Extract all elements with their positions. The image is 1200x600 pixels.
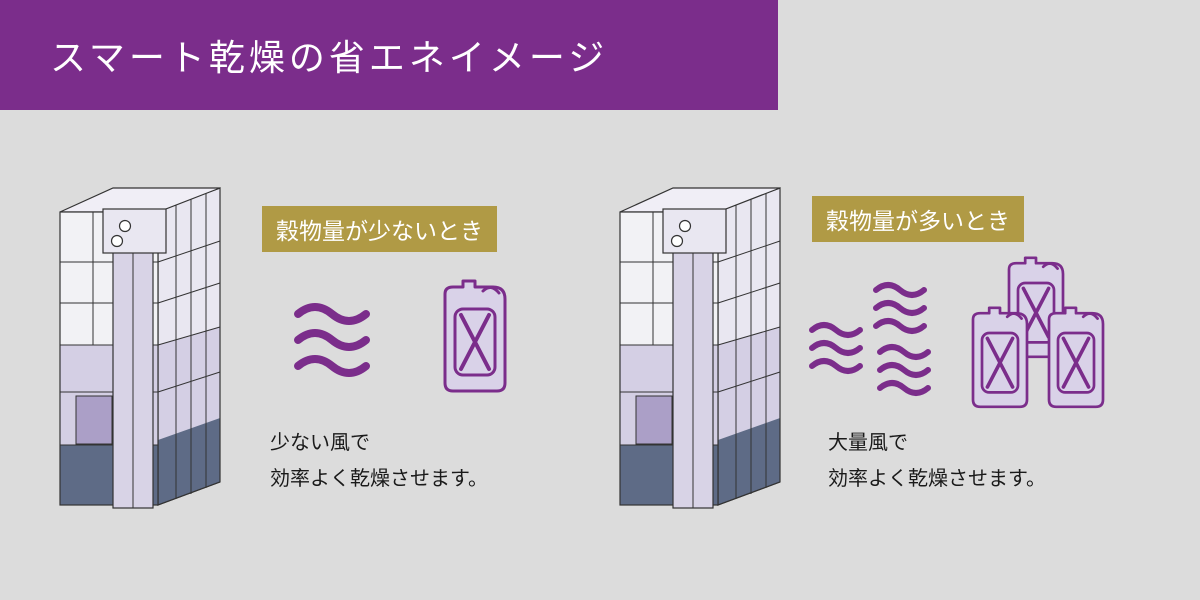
title-banner: スマート乾燥の省エネイメージ <box>0 0 778 110</box>
grain-dryer-small-load <box>59 187 221 509</box>
caption-line: 少ない風で <box>270 430 370 454</box>
grain-dryer-large-load <box>619 187 781 509</box>
grain-canister-icon <box>971 305 1029 409</box>
tag-large-load: 穀物量が多いとき <box>812 196 1024 242</box>
grain-canister-icon <box>1047 305 1105 409</box>
wind-waves-high <box>809 282 931 396</box>
page-title: スマート乾燥の省エネイメージ <box>50 38 609 79</box>
tag-small-load: 穀物量が少ないとき <box>262 206 497 252</box>
caption-line: 効率よく乾燥させます。 <box>270 466 488 490</box>
grain-canister-icon <box>443 279 507 393</box>
caption-small-load: 少ない風で 効率よく乾燥させます。 <box>270 424 488 496</box>
caption-large-load: 大量風で 効率よく乾燥させます。 <box>828 424 1046 496</box>
caption-line: 効率よく乾燥させます。 <box>828 466 1046 490</box>
wind-waves-low <box>294 303 370 377</box>
caption-line: 大量風で <box>828 430 908 454</box>
